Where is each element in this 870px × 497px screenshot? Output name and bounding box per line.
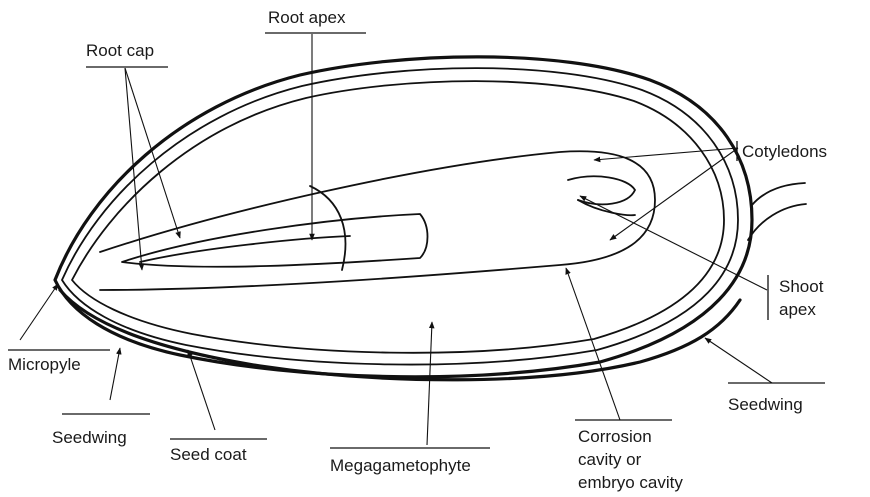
- leader-seedwing-left: [110, 348, 120, 400]
- label-root-cap: Root cap: [86, 41, 154, 60]
- label-shoot-apex-line1: Shoot: [779, 277, 824, 296]
- leader-shoot-apex: [580, 196, 767, 290]
- leader-root-cap: [125, 68, 180, 270]
- leader-micropyle: [20, 284, 58, 340]
- leader-corrosion-cavity: [566, 268, 620, 420]
- label-micropyle: Micropyle: [8, 355, 81, 374]
- leader-megagametophyte: [427, 322, 432, 445]
- label-megagametophyte: Megagametophyte: [330, 456, 471, 475]
- label-seed-coat: Seed coat: [170, 445, 247, 464]
- label-corrosion-line1: Corrosion: [578, 427, 652, 446]
- label-corrosion-line2: cavity or: [578, 450, 642, 469]
- label-seedwing-left: Seedwing: [52, 428, 127, 447]
- label-seedwing-right: Seedwing: [728, 395, 803, 414]
- label-cotyledons: Cotyledons: [742, 142, 827, 161]
- embryo: [100, 151, 655, 290]
- leader-cotyledons: [594, 148, 738, 240]
- leader-seedwing-right: [705, 338, 772, 383]
- label-corrosion-line3: embryo cavity: [578, 473, 683, 492]
- seed-outline: [55, 57, 752, 377]
- label-root-apex: Root apex: [268, 8, 346, 27]
- label-shoot-apex-line2: apex: [779, 300, 816, 319]
